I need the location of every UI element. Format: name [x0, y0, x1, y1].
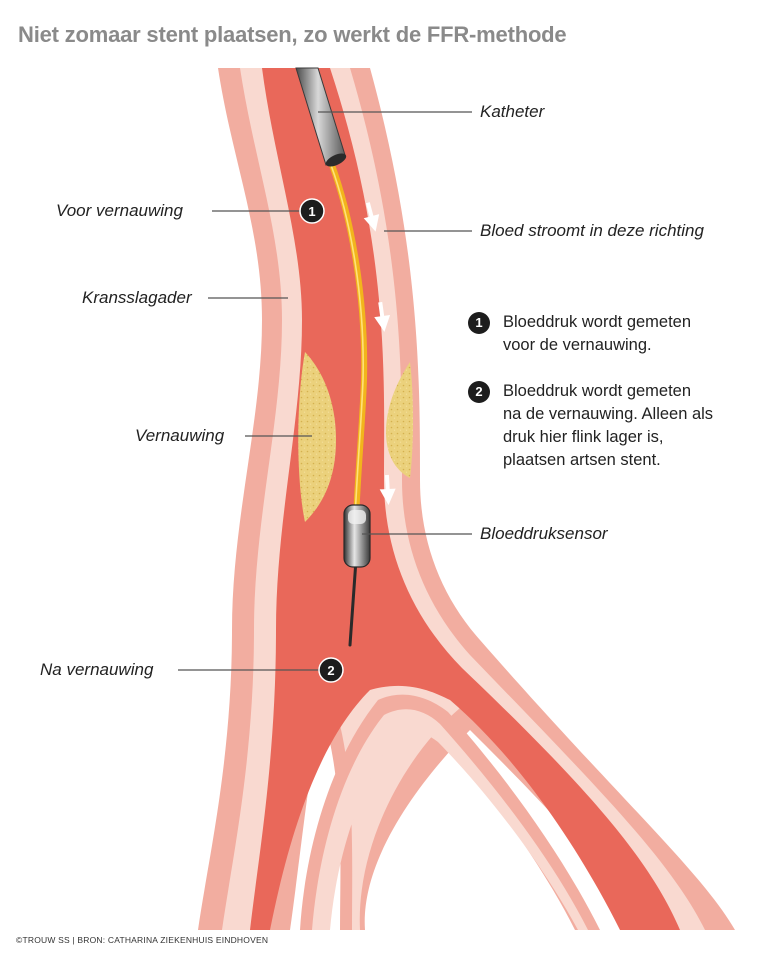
label-bloed-stroomt: Bloed stroomt in deze richting — [480, 221, 704, 240]
legend-1-text: Bloeddruk wordt gemeten voor de vernauwi… — [503, 311, 691, 357]
legend-2-line-2: na de vernauwing. Alleen als — [503, 405, 714, 423]
label-kransslagader: Kransslagader — [82, 288, 192, 307]
label-vernauwing: Vernauwing — [135, 426, 225, 445]
legend-2-line-4: plaatsen artsen stent. — [503, 451, 661, 469]
label-voor-vernauwing: Voor vernauwing — [56, 201, 183, 220]
stenosis-plaque — [298, 352, 413, 522]
marker-2: 2 — [318, 657, 344, 683]
marker-2-label: 2 — [327, 663, 334, 678]
marker-1: 1 — [299, 198, 325, 224]
legend-1-number: 1 — [468, 312, 490, 334]
leader-lines — [178, 111, 472, 671]
flow-arrows — [363, 202, 396, 505]
flow-arrow — [374, 301, 391, 332]
legend-2-line-3: druk hier flink lager is, — [503, 428, 664, 446]
legend-2-number: 2 — [468, 381, 490, 403]
flow-arrow — [363, 202, 380, 232]
pressure-sensor — [343, 504, 371, 647]
legend-1-line-1: Bloeddruk wordt gemeten — [503, 313, 692, 331]
legend-2-line-1: Bloeddruk wordt gemeten — [503, 382, 692, 400]
label-na-vernauwing: Na vernauwing — [40, 660, 154, 679]
page-title: Niet zomaar stent plaatsen, zo werkt de … — [18, 22, 567, 47]
marker-1-label: 1 — [308, 204, 315, 219]
flow-arrow — [379, 474, 396, 505]
label-bloeddruksensor: Bloeddruksensor — [480, 524, 608, 543]
label-katheter: Katheter — [480, 102, 545, 121]
source-credit: ©TROUW SS | BRON: CATHARINA ZIEKENHUIS E… — [16, 935, 269, 945]
guide-wire — [329, 162, 368, 523]
legend-1-line-2: voor de vernauwing. — [503, 336, 652, 354]
legend-2-text: Bloeddruk wordt gemeten na de vernauwing… — [503, 380, 713, 472]
